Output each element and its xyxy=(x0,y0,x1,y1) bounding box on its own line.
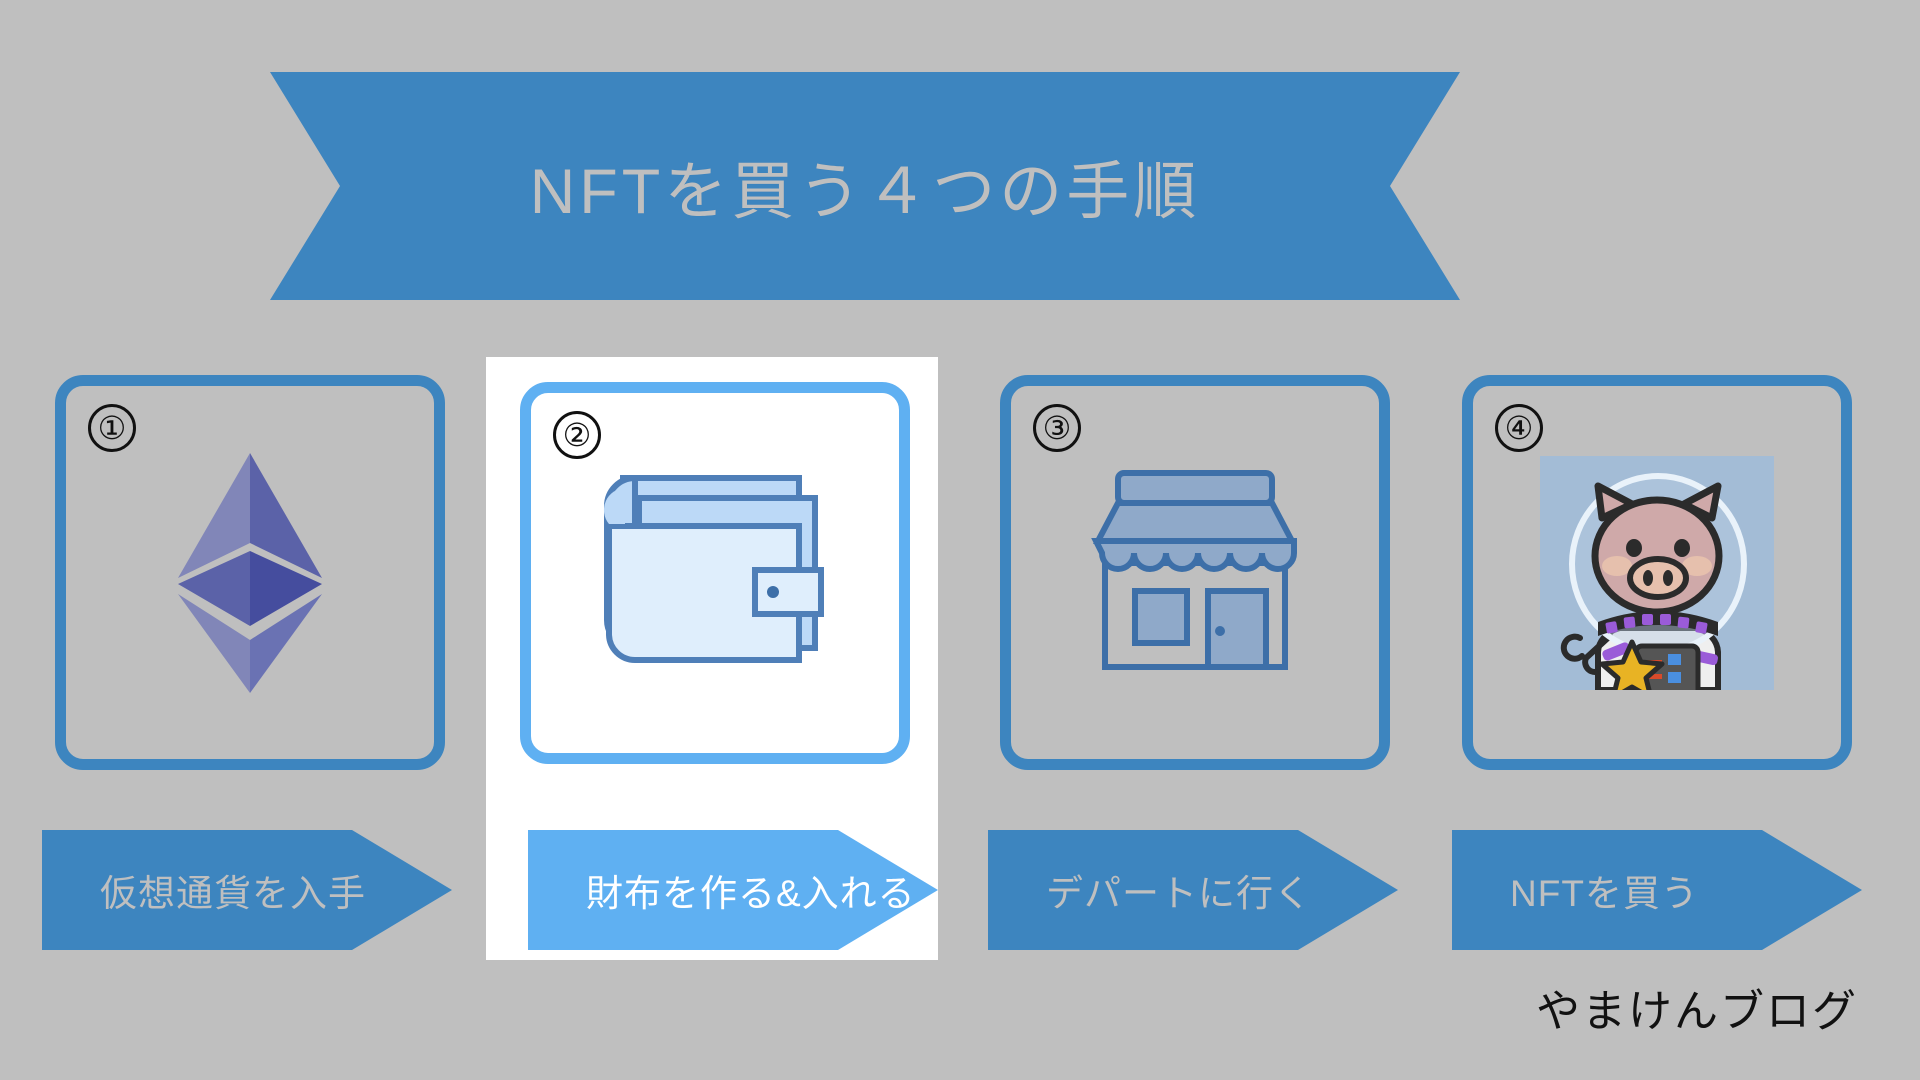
step-card-2[interactable]: ② xyxy=(520,382,910,764)
step-arrow-label-4: NFTを買う xyxy=(1510,873,1699,914)
step-arrow-2[interactable]: 財布を作る&入れる xyxy=(528,830,938,950)
page-title: NFTを買う４つの手順 xyxy=(529,156,1201,227)
arrow-shape-3 xyxy=(988,830,1398,950)
wallet-icon-glyph xyxy=(603,474,824,663)
step-number-badge-4: ④ xyxy=(1495,404,1543,452)
nft-pig-avatar-icon xyxy=(1473,386,1841,759)
arrow-shape-1 xyxy=(42,830,452,950)
step-card-4[interactable]: ④ xyxy=(1462,375,1852,770)
ethereum-logo-glyph xyxy=(178,452,322,693)
step-arrow-label-2: 財布を作る&入れる xyxy=(586,873,916,914)
ethereum-logo-icon xyxy=(66,386,434,759)
step-arrow-4[interactable]: NFTを買う xyxy=(1452,830,1862,950)
title-banner: NFTを買う４つの手順 xyxy=(270,72,1460,300)
step-card-3[interactable]: ③ xyxy=(1000,375,1390,770)
arrow-shape-2 xyxy=(528,830,938,950)
step-card-1[interactable]: ① xyxy=(55,375,445,770)
step-number-badge-3: ③ xyxy=(1033,404,1081,452)
step-arrow-label-3: デパートに行く xyxy=(1046,873,1312,914)
storefront-icon xyxy=(1011,386,1379,759)
wallet-icon xyxy=(531,393,899,753)
step-number-badge-2: ② xyxy=(553,411,601,459)
step-arrow-label-1: 仮想通貨を入手 xyxy=(100,873,366,914)
step-number-badge-1: ① xyxy=(88,404,136,452)
step-arrow-1[interactable]: 仮想通貨を入手 xyxy=(42,830,452,950)
blog-watermark: やまけんブログ xyxy=(1536,986,1858,1037)
storefront-icon-glyph xyxy=(1091,470,1297,670)
step-arrow-3[interactable]: デパートに行く xyxy=(988,830,1398,950)
nft-pig-avatar-glyph xyxy=(1540,455,1774,690)
title-banner-shape xyxy=(270,72,1460,300)
arrow-shape-4 xyxy=(1452,830,1862,950)
